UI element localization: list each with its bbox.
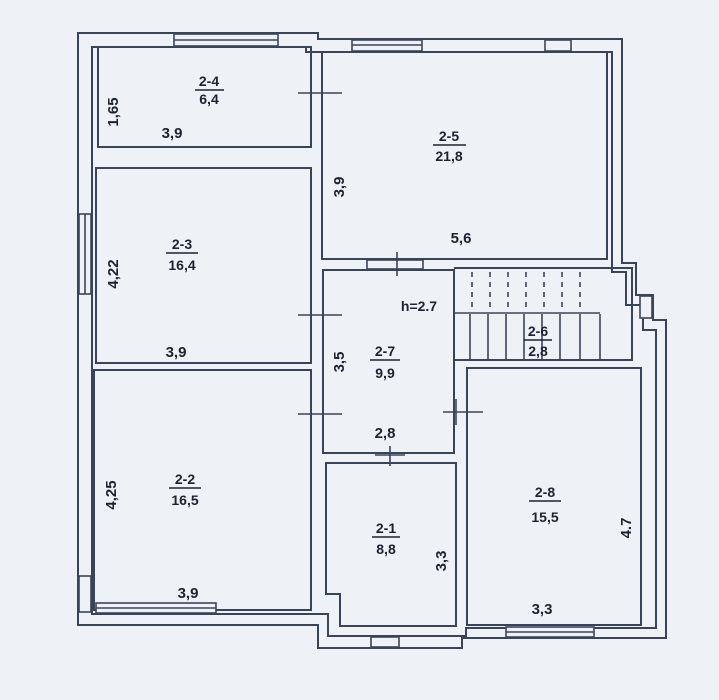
ceiling-height: h=2.7	[401, 298, 437, 314]
room-2-3-id: 2-3	[172, 236, 192, 252]
room-2-3-area: 16,4	[168, 257, 195, 273]
dim-2-5-width: 5,6	[451, 230, 472, 247]
dim-2-5-height: 3,9	[331, 177, 348, 198]
room-2-1-id: 2-1	[376, 520, 396, 536]
window-left-lower	[78, 575, 92, 613]
dim-2-8-height: 4.7	[618, 518, 635, 539]
room-2-1-area: 8,8	[376, 541, 396, 557]
room-2-8-area: 15,5	[531, 509, 558, 525]
room-2-8-outline	[466, 367, 642, 626]
dim-2-2-width: 3,9	[178, 585, 199, 602]
dim-2-3-height: 4,22	[105, 259, 122, 288]
room-2-4-area: 6,4	[199, 91, 219, 107]
room-2-5-area: 21,8	[435, 148, 462, 164]
dim-2-7-height: 3,5	[331, 352, 348, 373]
room-2-5-outline	[321, 51, 608, 260]
room-2-1-outline	[325, 462, 457, 627]
dim-2-2-height: 4,25	[103, 480, 120, 509]
room-2-8-id: 2-8	[535, 484, 555, 500]
stair-outline	[454, 267, 633, 361]
room-2-5-id: 2-5	[439, 128, 459, 144]
room-2-6-id: 2-6	[528, 323, 548, 339]
dim-2-1-height: 3,3	[433, 551, 450, 572]
dimension-labels: 1,65 3,9 3,9 5,6 4,22 3,9 3,5 2,8 4,25 3…	[103, 97, 635, 618]
doors	[298, 80, 483, 466]
dim-2-3-width: 3,9	[166, 344, 187, 361]
room-2-7-outline	[322, 269, 455, 454]
stairs	[454, 272, 601, 360]
window-bottom-center	[370, 636, 400, 648]
room-2-6-area: 2,8	[528, 343, 548, 359]
window-top-right	[544, 39, 572, 52]
room-2-2-id: 2-2	[175, 471, 195, 487]
dim-2-7-width: 2,8	[375, 425, 396, 442]
room-labels: 2-4 6,4 2-5 21,8 2-3 16,4 2-7 9,9 2-6 2,…	[166, 73, 561, 557]
room-2-7-area: 9,9	[375, 365, 395, 381]
room-2-4-id: 2-4	[199, 73, 219, 89]
room-2-3-outline	[95, 167, 312, 364]
room-2-7-id: 2-7	[375, 343, 395, 359]
room-2-2-area: 16,5	[171, 492, 198, 508]
dim-2-8-width: 3,3	[532, 601, 553, 618]
window-inner	[366, 259, 424, 270]
dim-2-4-height: 1,65	[105, 97, 122, 126]
window-right	[639, 295, 653, 319]
windows	[78, 33, 653, 648]
dim-2-4-width: 3,9	[162, 125, 183, 142]
